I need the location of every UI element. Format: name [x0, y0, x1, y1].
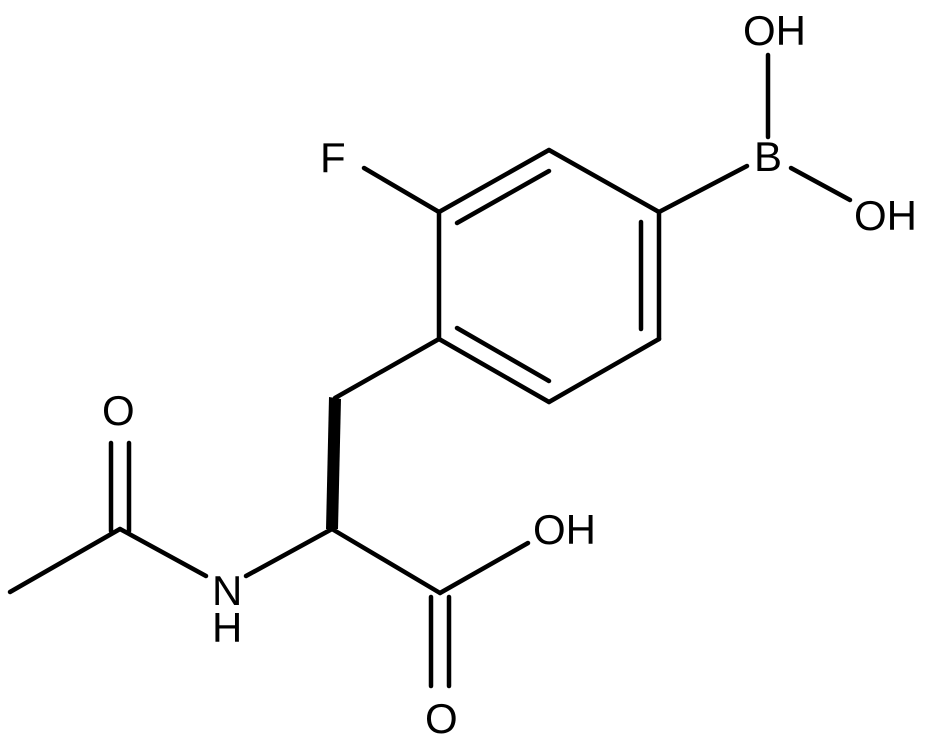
atom-label-oh-right: OH: [854, 192, 917, 239]
atom-label-fluorine: F: [320, 134, 346, 181]
bond-ring-fluorine: [361, 165, 442, 215]
bond-ring-boron: [656, 163, 750, 215]
atom-label-acid-oh: OH: [533, 506, 596, 553]
atom-label-acid-oxygen: O: [425, 695, 458, 740]
atom-label-oh-top: OH: [743, 7, 806, 54]
bond-alpha-carboxyl: [329, 526, 443, 596]
ring-bond-6: [436, 147, 552, 215]
ring-bond-3: [546, 336, 662, 405]
atom-label-boron: B: [754, 133, 782, 180]
bond-carboxyl-oh: [437, 540, 531, 596]
atom-label-nitrogen: N: [212, 567, 242, 614]
stereo-wedge-bond: [326, 397, 341, 529]
bond-n-acetyl: [117, 526, 209, 579]
atom-label-amide-hydrogen: H: [212, 604, 242, 651]
benzene-ring: [436, 147, 662, 405]
bond-alpha-n: [243, 526, 335, 579]
bond-acetyl-methyl: [7, 526, 123, 595]
ring-bond-6-inner: [454, 168, 552, 226]
bond-boron-oh-right: [788, 165, 853, 203]
ring-bond-1: [546, 147, 662, 215]
ring-bond-4-inner: [454, 325, 552, 384]
atom-label-acetyl-oxygen: O: [102, 387, 135, 434]
ring-bond-4: [436, 336, 552, 405]
bond-ring-ch2: [332, 336, 442, 401]
